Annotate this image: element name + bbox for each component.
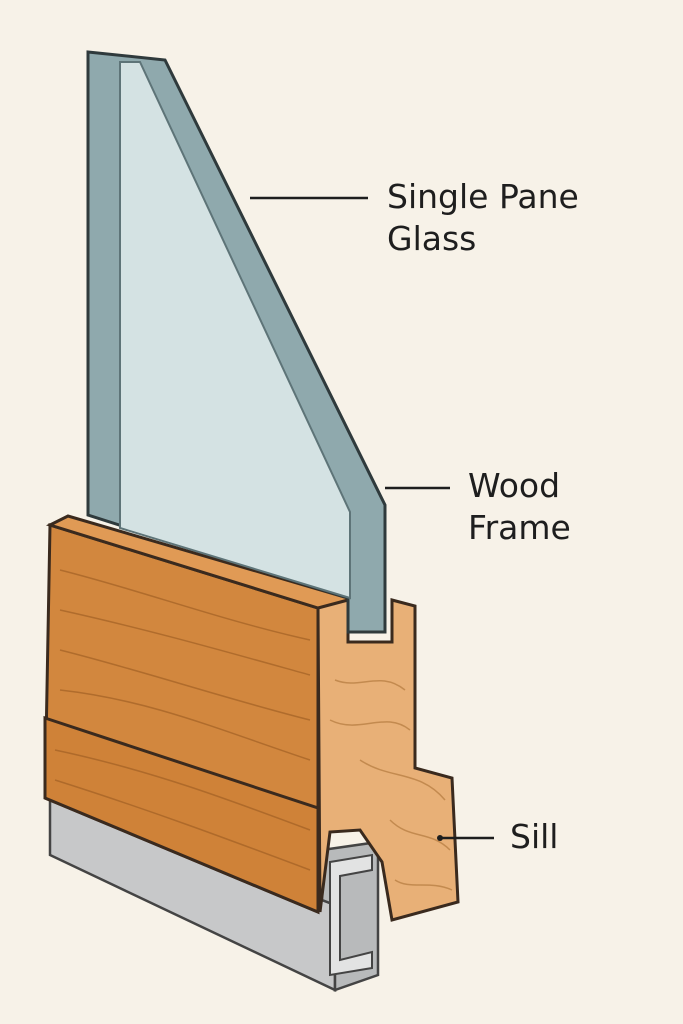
glass-label-line1: Single Pane <box>387 177 579 216</box>
frame-label: Wood Frame <box>468 465 571 549</box>
frame-label-line2: Frame <box>468 508 571 547</box>
sill-label-line1: Sill <box>510 817 559 856</box>
glass-label: Single Pane Glass <box>387 176 579 260</box>
aluminum-sill <box>48 793 380 992</box>
single-pane-glass <box>86 50 387 634</box>
sill-label: Sill <box>510 816 558 858</box>
frame-label-line1: Wood <box>468 466 561 505</box>
wood-frame <box>43 514 460 922</box>
glass-label-line2: Glass <box>387 219 477 258</box>
